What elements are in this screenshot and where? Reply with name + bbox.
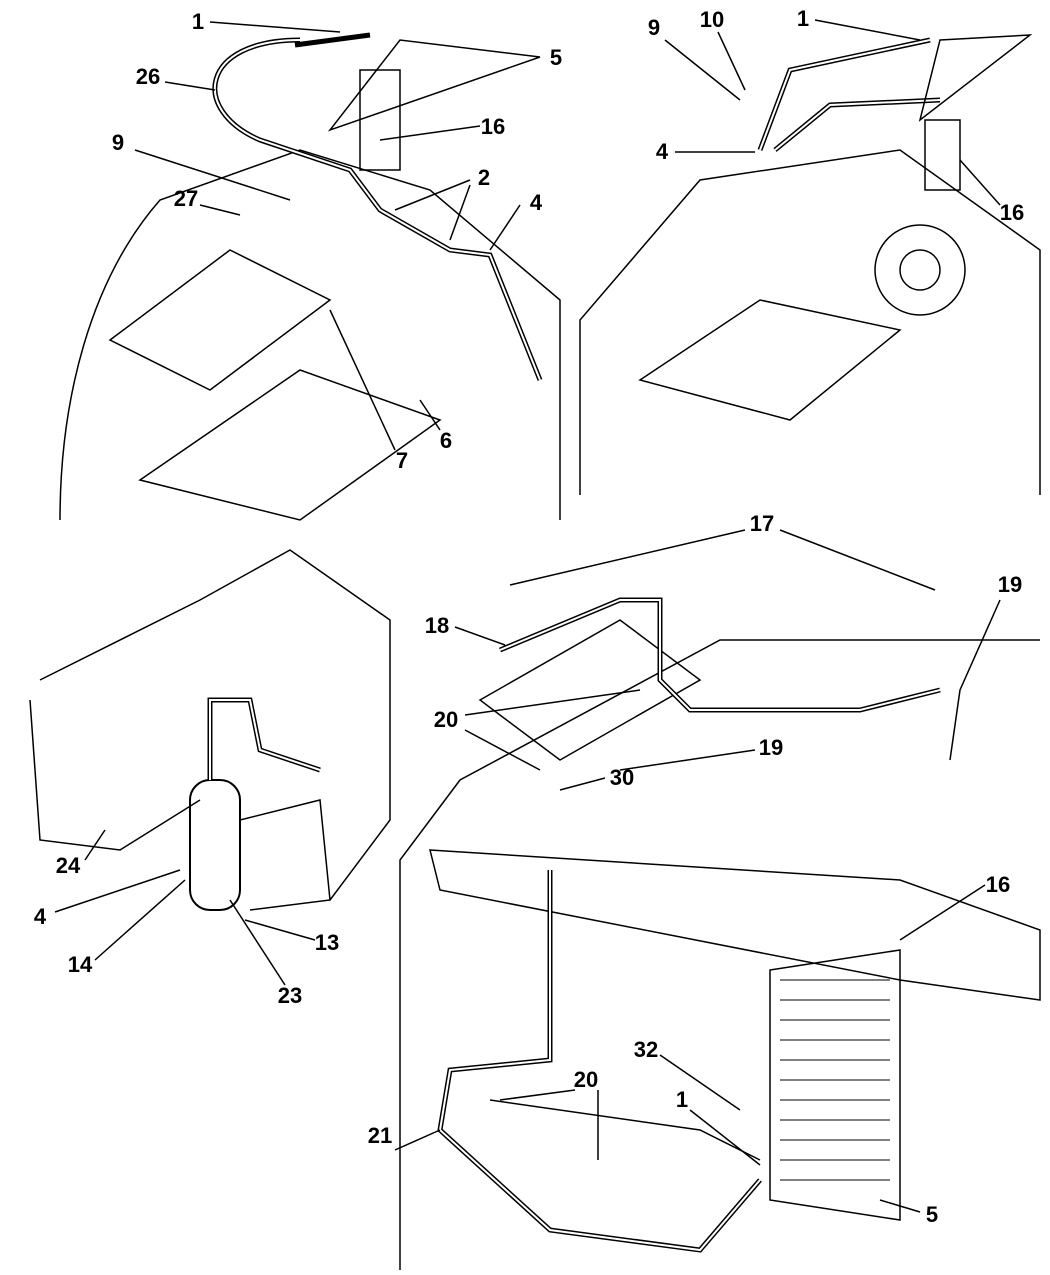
callout-10: 10 [699,7,725,32]
callout-13: 13 [314,930,340,955]
callout-17: 17 [749,511,775,536]
callout-16: 16 [999,200,1025,225]
callout-19: 19 [997,572,1023,597]
callout-1: 1 [675,1087,689,1112]
callout-9: 9 [111,130,125,155]
callout-30: 30 [609,765,635,790]
callout-9: 9 [647,15,661,40]
callout-1: 1 [191,9,205,34]
callout-14: 14 [67,952,93,977]
leader-lines [54,19,1033,1213]
callout-6: 6 [439,428,453,453]
callout-4: 4 [33,904,47,929]
callout-4: 4 [529,190,543,215]
callout-5: 5 [925,1202,939,1227]
callout-24: 24 [55,853,81,878]
callout-32: 32 [633,1037,659,1062]
callout-5: 5 [549,45,563,70]
callout-2: 2 [477,165,491,190]
callout-16: 16 [480,114,506,139]
callout-7: 7 [395,448,409,473]
engine-left-illustration [59,32,561,521]
callout-21: 21 [367,1123,393,1148]
callout-20: 20 [573,1067,599,1092]
callout-16: 16 [985,872,1011,897]
callout-23: 23 [277,983,303,1008]
front-end-illustration [399,597,1041,1270]
callout-26: 26 [135,64,161,89]
callout-18: 18 [424,613,450,638]
callout-4: 4 [655,139,669,164]
callout-20: 20 [433,707,459,732]
engine-right-illustration [579,37,1041,495]
callout-19: 19 [758,735,784,760]
callout-1: 1 [796,6,810,31]
accumulator-illustration [29,549,391,911]
callout-27: 27 [173,186,199,211]
